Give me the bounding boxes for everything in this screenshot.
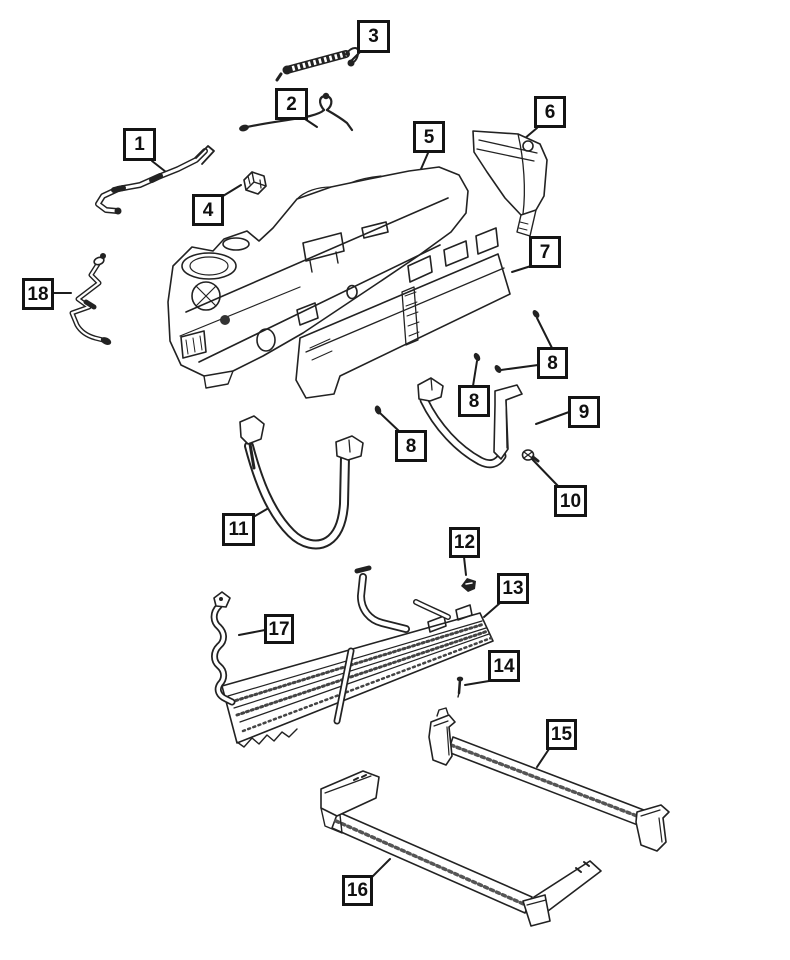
upper-crossmember-drawing	[428, 707, 670, 852]
callout-12-label: 12	[453, 532, 476, 553]
plate-screw-drawing	[456, 676, 464, 698]
callout-4-label: 4	[202, 199, 214, 221]
right-strap-drawing	[417, 377, 523, 469]
callout-8c[interactable]: 8	[395, 430, 427, 462]
callout-8a[interactable]: 8	[537, 347, 568, 379]
strap-bolt-drawing	[521, 449, 540, 463]
filler-vent-tube-drawing	[69, 253, 112, 345]
callout-11[interactable]: 11	[222, 513, 255, 546]
callout-10[interactable]: 10	[554, 485, 587, 517]
callout-5-label: 5	[423, 126, 435, 148]
callout-9-label: 9	[578, 401, 590, 423]
callout-16[interactable]: 16	[342, 875, 373, 906]
callout-8a-label: 8	[547, 352, 558, 374]
left-strap-drawing	[239, 415, 364, 550]
callout-7-label: 7	[539, 241, 551, 263]
callout-9[interactable]: 9	[568, 396, 600, 428]
callout-10-label: 10	[559, 490, 582, 512]
callout-1-label: 1	[134, 134, 145, 155]
callout-3-label: 3	[368, 26, 379, 47]
callout-17[interactable]: 17	[264, 614, 294, 644]
callout-16-label: 16	[346, 880, 369, 901]
callout-17-label: 17	[268, 618, 290, 640]
corrugated-hose-drawing	[275, 47, 360, 82]
callout-8b[interactable]: 8	[458, 385, 490, 417]
leader-lines	[52, 51, 570, 878]
fuel-tank-drawing	[167, 166, 469, 389]
callout-8c-label: 8	[405, 435, 417, 457]
callout-7[interactable]: 7	[529, 236, 561, 268]
callout-2-label: 2	[286, 93, 297, 115]
callout-13[interactable]: 13	[497, 573, 529, 604]
callout-4[interactable]: 4	[192, 194, 224, 226]
callout-14-label: 14	[493, 655, 515, 677]
support-bracket-drawing	[210, 591, 236, 706]
callout-13-label: 13	[502, 578, 524, 599]
callout-18[interactable]: 18	[22, 278, 54, 310]
callout-14[interactable]: 14	[488, 650, 520, 682]
vapor-tube-drawing	[239, 92, 354, 132]
skid-plate-drawing	[221, 565, 494, 748]
callout-15-label: 15	[550, 724, 573, 745]
callout-2[interactable]: 2	[275, 88, 308, 120]
callout-5[interactable]: 5	[413, 121, 445, 153]
callout-12[interactable]: 12	[449, 527, 480, 558]
heat-shield-drawing	[295, 227, 511, 399]
callout-6-label: 6	[544, 101, 556, 123]
callout-1[interactable]: 1	[123, 128, 156, 161]
callout-6[interactable]: 6	[534, 96, 566, 128]
callout-15[interactable]: 15	[546, 719, 577, 750]
vent-hose-drawing	[95, 145, 215, 215]
clip-drawing	[461, 578, 476, 592]
callout-18-label: 18	[27, 283, 49, 305]
callout-8b-label: 8	[468, 390, 480, 412]
filler-shield-drawing	[472, 130, 548, 237]
lower-crossmember-drawing	[320, 770, 602, 927]
callout-11-label: 11	[228, 519, 249, 540]
screw-dots	[374, 310, 540, 415]
callout-3[interactable]: 3	[357, 20, 390, 53]
retainer-clip-drawing	[243, 171, 267, 195]
